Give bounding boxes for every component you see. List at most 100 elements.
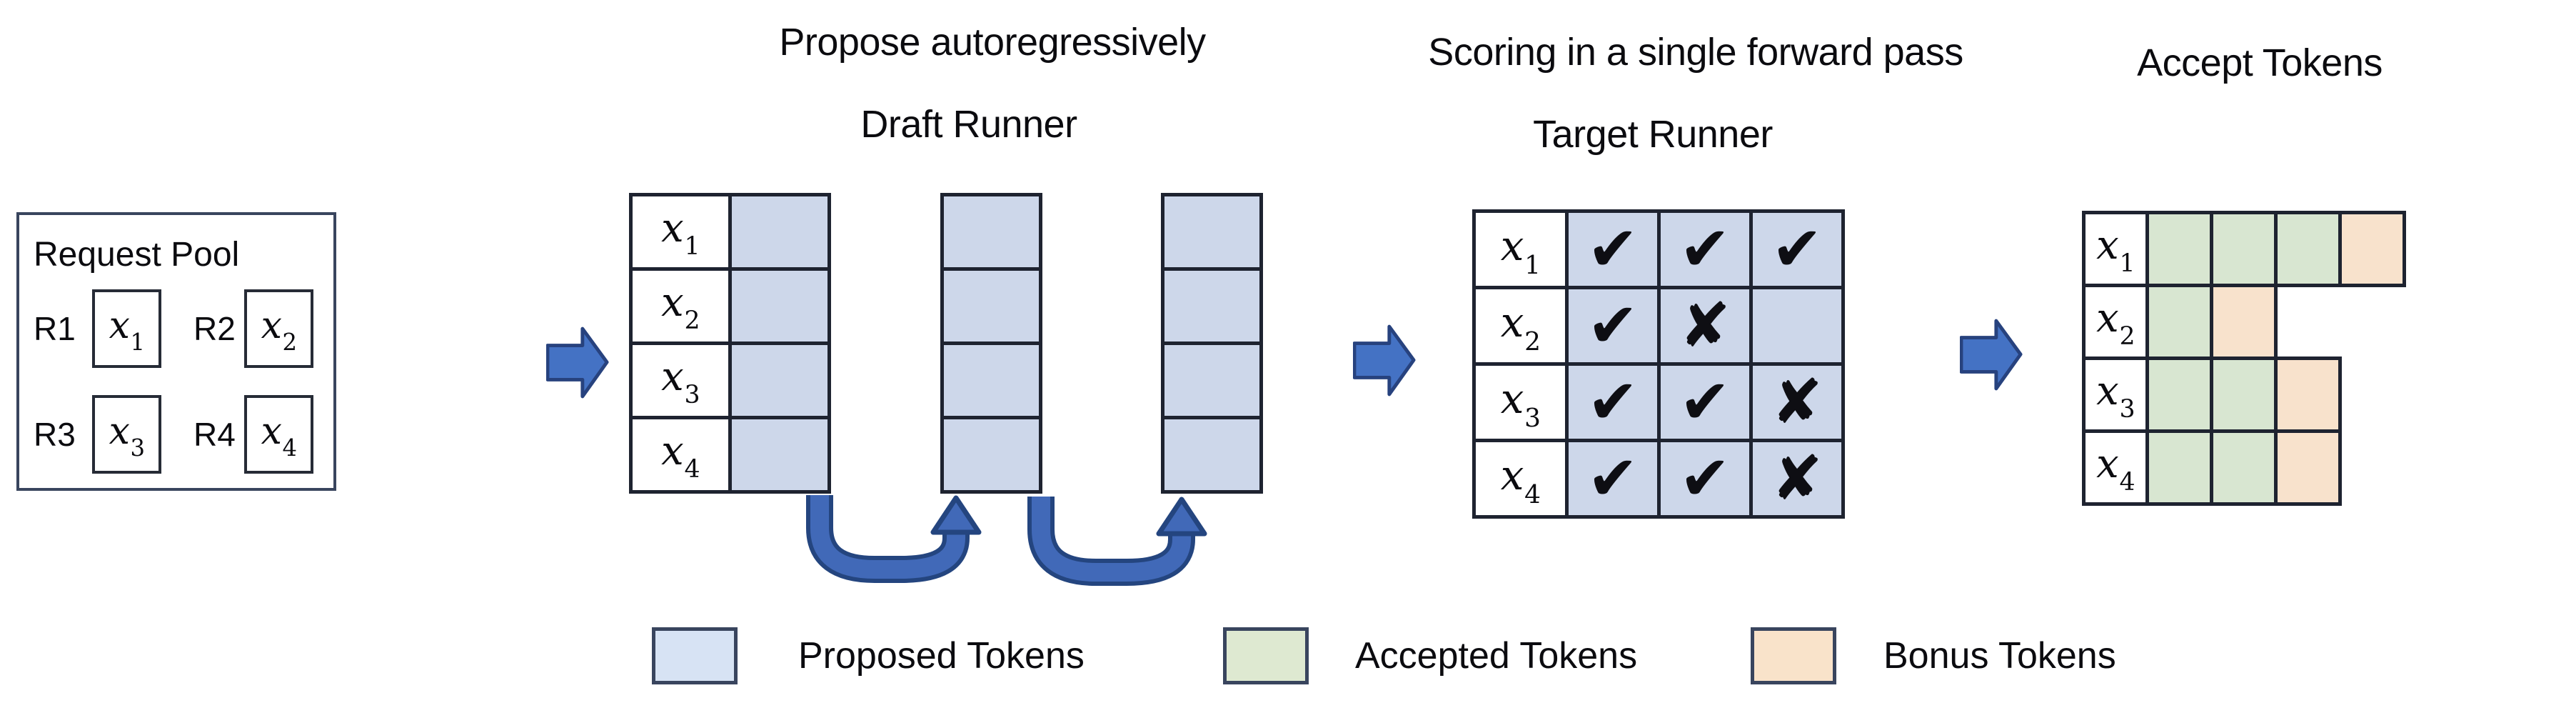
request-id-label: R3 [34, 415, 76, 453]
draft-step3-table [1161, 193, 1263, 494]
target-row-label: x3 [1476, 366, 1565, 439]
draft-proposed-cell [944, 196, 1039, 267]
draft-row-label: x4 [633, 419, 728, 490]
draft-step1-table: x1 x2 x3 x4 [629, 193, 831, 494]
flow-arrow-icon [546, 326, 609, 399]
legend-proposed-label: Proposed Tokens [798, 635, 1085, 677]
request-id-label: R4 [193, 415, 236, 453]
draft-row-label: x2 [633, 271, 728, 341]
accept-row: x2 [2082, 284, 2278, 360]
token-symbol: x1 [661, 205, 700, 261]
draft-proposed-cell [1164, 271, 1259, 341]
token-symbol: x1 [1500, 221, 1541, 280]
accept-accepted-cell [2149, 360, 2210, 429]
target-check-mark-cell: ✔ [1569, 213, 1657, 286]
token-symbol: x4 [2096, 441, 2135, 497]
target-check-mark-cell: ✔ [1569, 289, 1657, 362]
accept-row: x1 [2082, 211, 2406, 287]
accept-tokens-title: Accept Tokens [2137, 41, 2383, 84]
accept-row-label: x1 [2086, 214, 2145, 284]
loop-arrowhead-icon [1156, 497, 1207, 537]
request-token-box: x3 [92, 394, 161, 474]
accept-row-label: x2 [2086, 287, 2145, 357]
request-pool-title: Request Pool [34, 236, 240, 274]
token-symbol: x3 [1500, 374, 1541, 433]
legend-accepted-swatch [1223, 627, 1309, 684]
token-symbol: x4 [1500, 450, 1541, 509]
draft-row-label: x3 [633, 345, 728, 416]
flow-arrow-icon [1353, 324, 1416, 397]
accept-accepted-cell [2213, 214, 2274, 284]
flow-arrow-icon [1960, 319, 2023, 391]
draft-section-title: Propose autoregressively [779, 21, 1206, 64]
token-symbol: x3 [109, 409, 146, 462]
accept-bonus-cell [2342, 214, 2403, 284]
accept-row: x3 [2082, 357, 2342, 433]
target-empty-cell [1753, 289, 1841, 362]
accept-bonus-cell [2278, 360, 2338, 429]
legend-bonus-label: Bonus Tokens [1883, 635, 2116, 677]
autoregressive-loop-arrows [806, 495, 1207, 586]
draft-proposed-cell [1164, 419, 1259, 490]
draft-proposed-cell [732, 345, 827, 416]
target-row-label: x1 [1476, 213, 1565, 286]
target-cross-mark-cell: ✘ [1753, 366, 1841, 439]
token-symbol: x3 [661, 354, 700, 410]
legend-bonus-swatch [1751, 627, 1836, 684]
draft-proposed-cell [1164, 196, 1259, 267]
draft-proposed-cell [732, 196, 827, 267]
token-symbol: x4 [661, 428, 700, 484]
target-row-label: x4 [1476, 442, 1565, 515]
request-id-label: R1 [34, 310, 76, 347]
token-symbol: x2 [661, 279, 700, 336]
accept-row: x4 [2082, 429, 2342, 506]
target-section-title: Scoring in a single forward pass [1428, 31, 1963, 74]
token-symbol: x1 [109, 304, 146, 357]
token-symbol: x2 [261, 304, 298, 357]
accept-accepted-cell [2213, 360, 2274, 429]
draft-proposed-cell [1164, 345, 1259, 416]
target-check-mark-cell: ✔ [1569, 442, 1657, 515]
accept-accepted-cell [2213, 433, 2274, 502]
accept-row-label: x4 [2086, 433, 2145, 502]
draft-proposed-cell [732, 419, 827, 490]
accept-tokens-table: x1 x2 x3 x4 [2082, 211, 2406, 506]
accept-accepted-cell [2149, 214, 2210, 284]
loop-arrowhead-icon [930, 495, 982, 535]
request-token-box: x2 [244, 289, 313, 368]
token-symbol: x4 [261, 409, 298, 462]
request-token-box: x1 [92, 289, 161, 368]
legend-accepted-label: Accepted Tokens [1355, 635, 1638, 677]
token-symbol: x1 [2096, 222, 2135, 279]
request-token-box: x4 [244, 394, 313, 474]
target-row-label: x2 [1476, 289, 1565, 362]
target-cross-mark-cell: ✘ [1753, 442, 1841, 515]
legend-proposed-swatch [652, 627, 738, 684]
accept-accepted-cell [2278, 214, 2338, 284]
accept-bonus-cell [2213, 287, 2274, 357]
target-scoring-table: x1✔✔✔x2✔✘x3✔✔✘x4✔✔✘ [1472, 209, 1845, 519]
token-symbol: x3 [2096, 368, 2135, 424]
target-check-mark-cell: ✔ [1661, 366, 1749, 439]
target-runner-title: Target Runner [1533, 113, 1773, 156]
target-check-mark-cell: ✔ [1661, 442, 1749, 515]
draft-proposed-cell [944, 271, 1039, 341]
request-id-label: R2 [193, 310, 236, 347]
accept-accepted-cell [2149, 287, 2210, 357]
draft-proposed-cell [944, 345, 1039, 416]
target-cross-mark-cell: ✘ [1661, 289, 1749, 362]
draft-proposed-cell [732, 271, 827, 341]
target-check-mark-cell: ✔ [1753, 213, 1841, 286]
target-check-mark-cell: ✔ [1661, 213, 1749, 286]
draft-row-label: x1 [633, 196, 728, 267]
draft-runner-title: Draft Runner [860, 103, 1077, 146]
draft-proposed-cell [944, 419, 1039, 490]
accept-bonus-cell [2278, 433, 2338, 502]
target-check-mark-cell: ✔ [1569, 366, 1657, 439]
accept-accepted-cell [2149, 433, 2210, 502]
token-symbol: x2 [2096, 295, 2135, 352]
draft-step2-table [940, 193, 1042, 494]
